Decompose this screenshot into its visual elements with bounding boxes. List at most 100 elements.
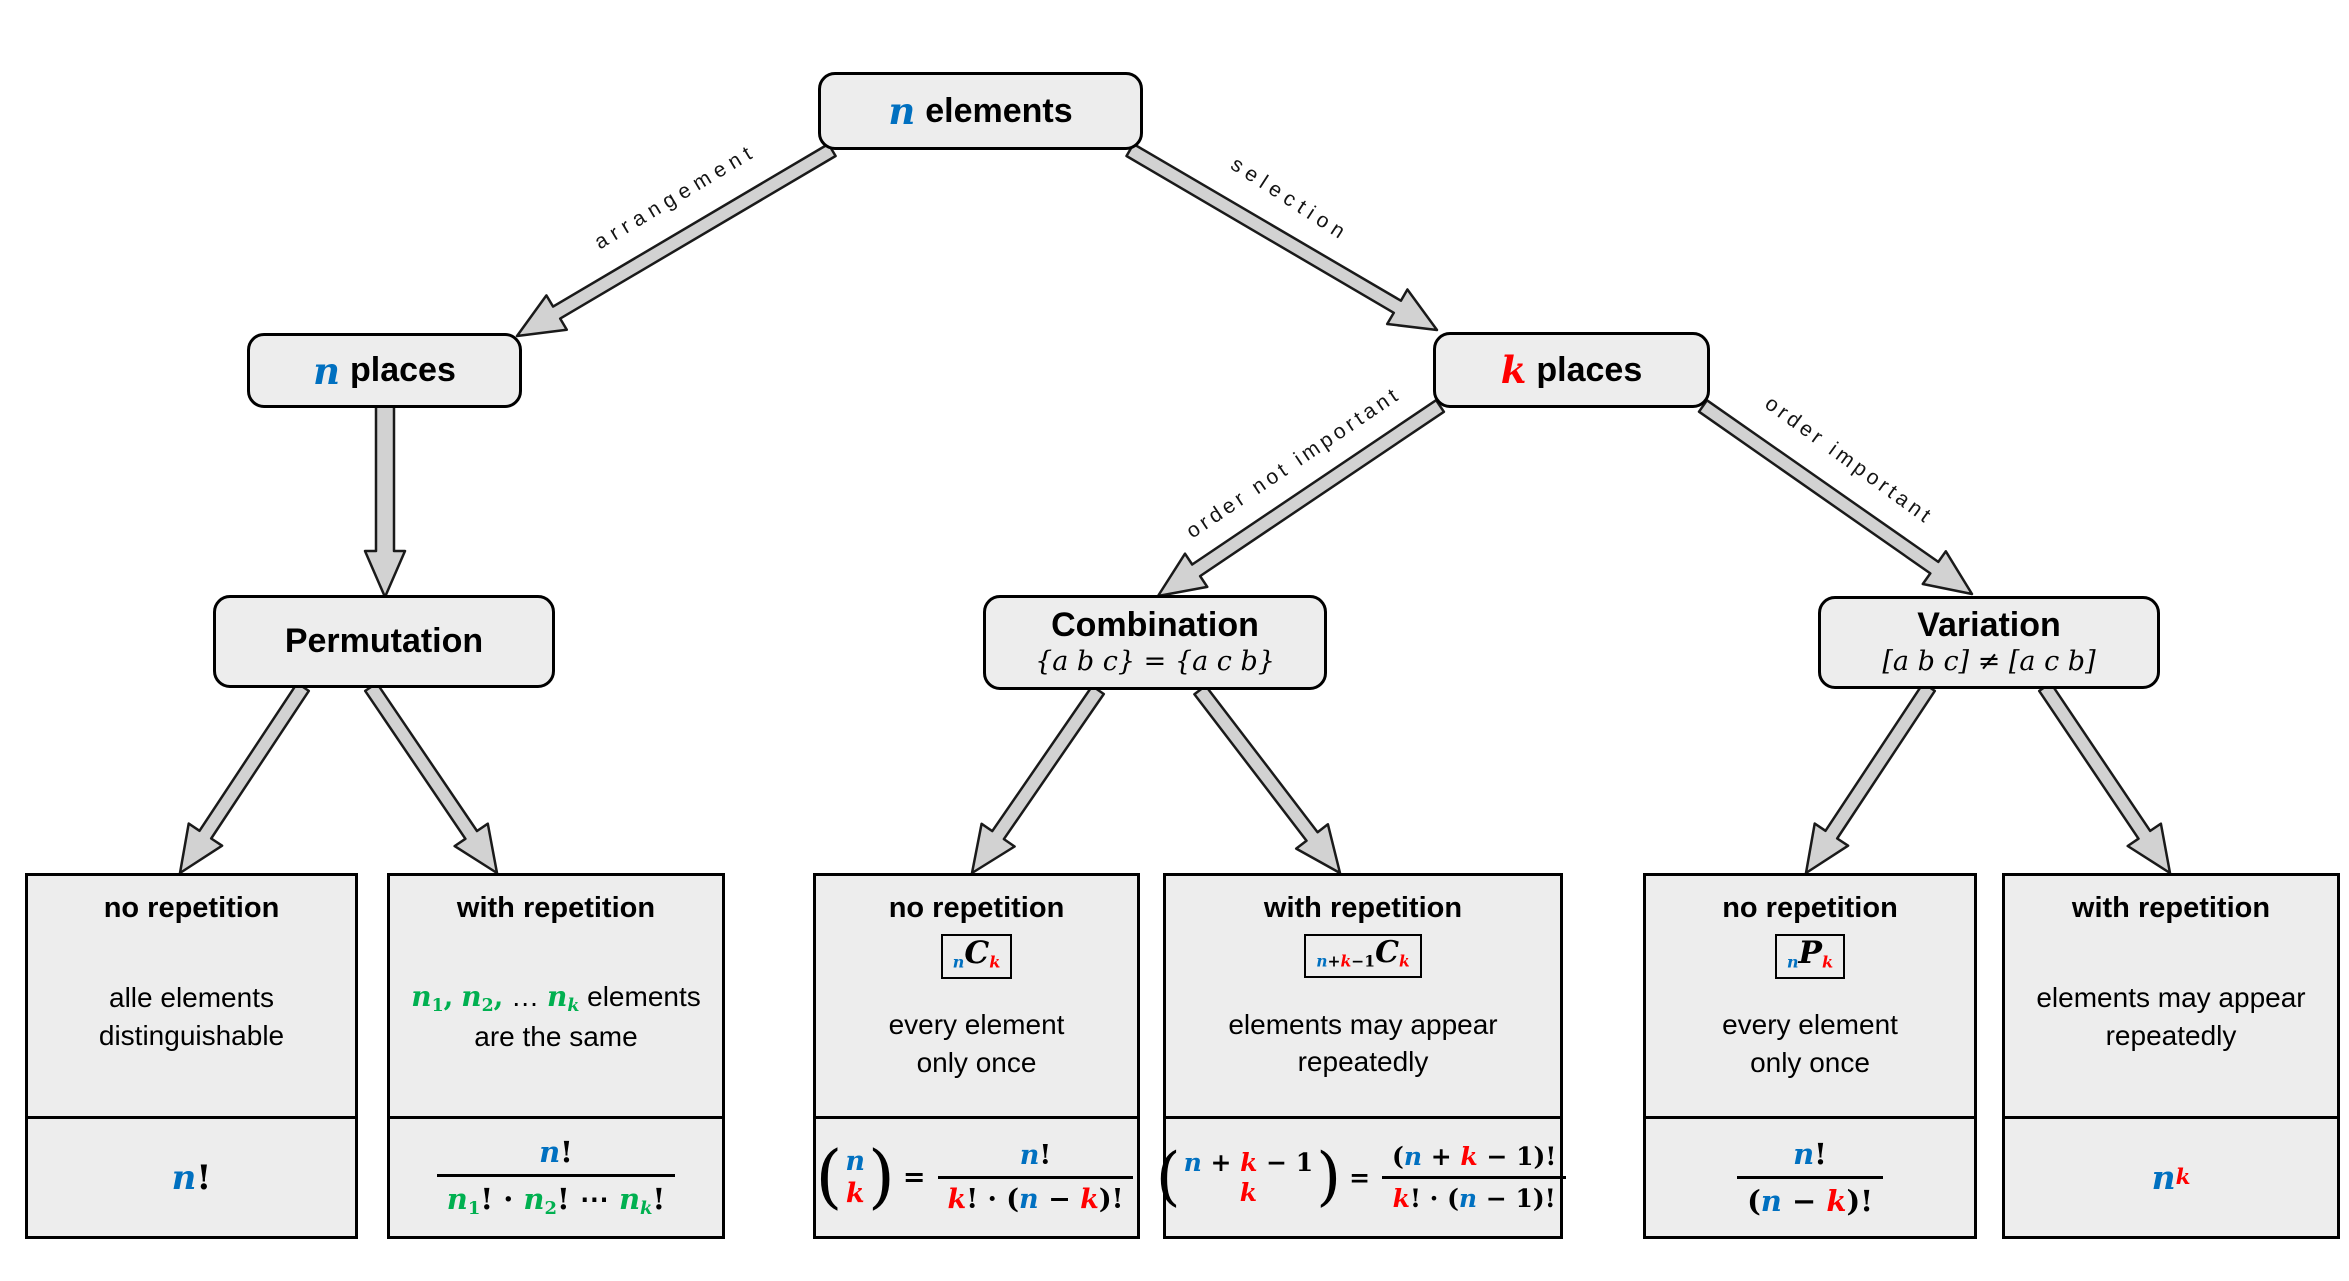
arrow-variation-to-no-repetition <box>1804 681 1937 875</box>
math-token: k <box>845 1177 865 1209</box>
math-token: k <box>1240 1148 1258 1177</box>
math-token: ! <box>196 1157 212 1198</box>
arrow-arrangement <box>515 142 837 338</box>
math-token: ! · ( <box>1410 1184 1459 1213</box>
math-token: − 1 <box>1477 1142 1534 1171</box>
arrow-selection <box>1125 142 1439 332</box>
arrow-order-not-important <box>1156 398 1446 598</box>
math-token: ( <box>1747 1184 1761 1218</box>
math-token: elements <box>579 980 701 1012</box>
math-token: n <box>461 979 482 1013</box>
math-token: n <box>1786 952 1799 972</box>
math-token: − 1 <box>1477 1184 1533 1213</box>
leaf-permutation-with-repetition: with repetition n1, n2, … nk elements ar… <box>387 873 725 1239</box>
math-token: n <box>1019 1140 1040 1171</box>
math-token: ! <box>1039 1140 1052 1171</box>
math-token: n <box>2151 1158 2176 1197</box>
math-token: −1 <box>1351 951 1376 971</box>
node-subtitle: {a b c} = {a c b} <box>1035 646 1275 678</box>
math-token: ! <box>560 1135 573 1170</box>
math-token: n <box>546 979 568 1013</box>
node-label: elements <box>925 91 1073 130</box>
leaf-body: elements may appear repeatedly <box>2036 925 2305 1116</box>
node-label: places <box>1536 350 1643 389</box>
math-token: k <box>1822 952 1834 972</box>
math-token: are the same <box>474 1020 638 1052</box>
math-token: k <box>1239 1177 1258 1207</box>
math-token: n <box>1760 1184 1782 1218</box>
math-token: n <box>618 1182 641 1217</box>
node-title: Variation <box>1917 606 2061 645</box>
body-line: alle elements <box>99 979 284 1016</box>
math-token: + <box>1201 1148 1241 1177</box>
math-token: − 1 <box>1257 1148 1314 1177</box>
k-variable: k <box>1500 348 1527 392</box>
math-token: n <box>523 1182 545 1217</box>
math-token: C <box>964 935 990 971</box>
leaf-header: with repetition <box>456 892 656 924</box>
body-line: elements may appear <box>2036 979 2305 1016</box>
leaf-body: every element only once <box>1722 979 1898 1116</box>
leaf-header: no repetition <box>103 892 280 924</box>
math-token: P <box>1798 935 1822 971</box>
leaf-formula: n!n1! · n2! ⋯ nk! <box>390 1116 722 1236</box>
leaf-header: no repetition <box>888 892 1065 924</box>
math-token: n <box>1316 951 1328 971</box>
node-subtitle: [a b c] ≠ [a c b] <box>1882 646 2096 678</box>
body-line: only once <box>889 1044 1065 1081</box>
leaf-header: with repetition <box>2071 892 2271 924</box>
arrow-permutation-to-with-repetition <box>363 681 499 875</box>
math-token: repeatedly <box>1297 1045 1429 1077</box>
math-token: n <box>845 1145 866 1177</box>
math-token: k <box>2175 1165 2191 1190</box>
body-line: distinguishable <box>99 1017 284 1054</box>
math-token: k <box>1826 1184 1847 1218</box>
math-token: n <box>446 1182 468 1217</box>
node-combination: Combination {a b c} = {a c b} <box>983 595 1327 690</box>
math-token: k <box>1340 951 1352 971</box>
math-token: + <box>1422 1142 1461 1171</box>
math-token: n <box>539 1135 561 1170</box>
math-token: alle elements <box>109 982 274 1014</box>
leaf-body: n1, n2, … nk elements are the same <box>411 925 701 1116</box>
math-token: ! · ( <box>966 1184 1020 1215</box>
node-permutation: Permutation <box>213 595 555 688</box>
math-token: )! <box>1098 1184 1124 1215</box>
math-token: = <box>1349 1163 1371 1192</box>
math-token: only once <box>916 1046 1037 1078</box>
math-token: − <box>1038 1184 1081 1215</box>
math-token: n <box>411 979 432 1013</box>
math-token: − <box>1781 1184 1827 1218</box>
leaf-header: with repetition <box>1263 892 1463 924</box>
node-title: Combination <box>1051 606 1259 645</box>
body-line: elements may appear <box>1228 1006 1497 1043</box>
math-token: ( <box>1392 1142 1404 1171</box>
body-line: n1, n2, … nk elements <box>411 978 701 1018</box>
leaf-formula: n! <box>28 1116 355 1236</box>
arrow-order-important <box>1697 399 1974 596</box>
math-token: repeatedly <box>2105 1019 2237 1051</box>
math-token: )! <box>1532 1184 1556 1213</box>
math-token: … <box>503 980 547 1012</box>
math-token: only once <box>1750 1046 1870 1078</box>
math-token: ! · <box>480 1182 524 1217</box>
math-token: n <box>1403 1142 1423 1171</box>
math-token: = <box>902 1162 926 1193</box>
math-token: k <box>640 1198 653 1220</box>
math-token: )! <box>1846 1184 1873 1218</box>
arrow-combination-to-no-repetition <box>970 684 1106 875</box>
n-variable: n <box>888 89 916 133</box>
math-token: every element <box>1722 1009 1898 1041</box>
body-line: every element <box>889 1006 1065 1043</box>
math-token: every element <box>888 1009 1065 1041</box>
body-line: repeatedly <box>1228 1043 1497 1080</box>
math-token: ! <box>652 1182 666 1217</box>
math-token: elements may appear <box>1228 1008 1498 1040</box>
leaf-combination-no-repetition: no repetition n Ck every element only onc… <box>813 873 1140 1239</box>
math-token: distinguishable <box>98 1019 285 1051</box>
body-line: repeatedly <box>2036 1017 2305 1054</box>
leaf-combination-with-repetition: with repetition n+k−1Ck elements may app… <box>1156 873 1567 1239</box>
